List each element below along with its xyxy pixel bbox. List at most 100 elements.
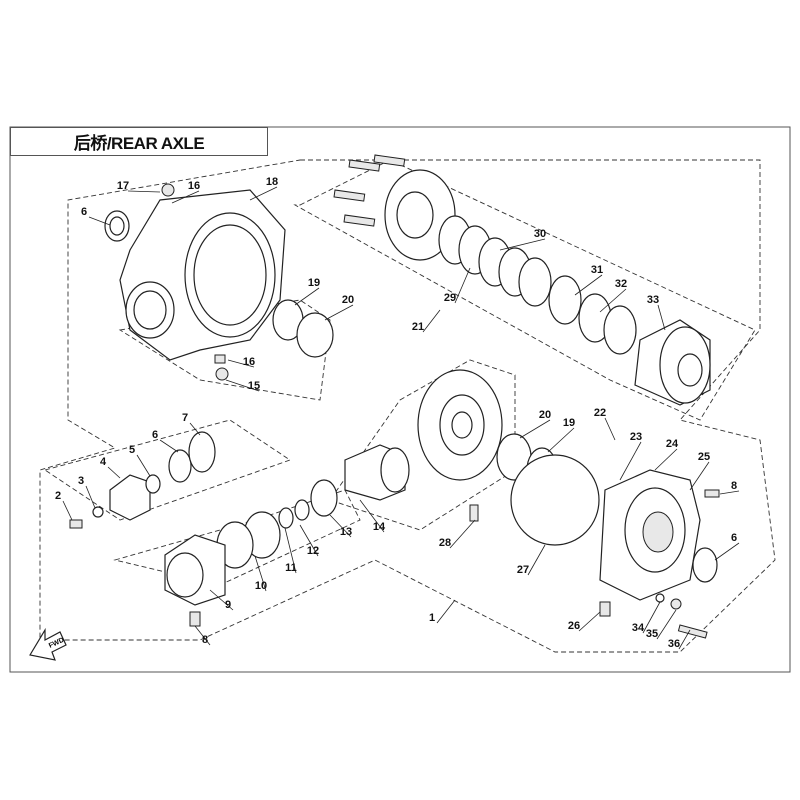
washer	[655, 593, 665, 603]
leader-line	[62, 500, 73, 521]
part-number-label: 10	[255, 580, 267, 592]
part-number-label: 17	[117, 180, 129, 192]
dowel-pin	[677, 624, 708, 639]
part-number-label: 5	[129, 444, 135, 456]
rear-cover	[599, 469, 701, 601]
rear-axle-housing	[119, 183, 286, 381]
o-ring	[296, 312, 334, 358]
part-number-label: 21	[412, 321, 424, 333]
leader-line	[254, 555, 267, 592]
plug	[214, 354, 226, 364]
part-number-label: 28	[439, 537, 451, 549]
leader-line	[225, 379, 260, 392]
bolts	[333, 154, 406, 227]
part-number-label: 19	[563, 417, 575, 429]
leader-line	[249, 186, 278, 201]
part-number-label: 9	[225, 599, 231, 611]
part-number-label: 2	[55, 490, 61, 502]
bearing-housing	[164, 534, 226, 606]
bolt	[69, 519, 83, 529]
leader-line	[436, 599, 456, 624]
part-number-label: 4	[100, 456, 107, 468]
part-number-label: 33	[647, 294, 659, 306]
bolt	[599, 601, 611, 617]
part-number-label: 22	[594, 407, 606, 419]
bolt	[469, 504, 479, 522]
part-number-label: 23	[630, 431, 642, 443]
bolt	[704, 489, 720, 498]
leader-line	[227, 359, 255, 368]
part-number-label: 6	[81, 206, 87, 218]
part-number-label: 31	[591, 264, 603, 276]
part-number-label: 6	[731, 532, 737, 544]
leader-line	[209, 589, 234, 611]
part-number-label: 18	[266, 176, 278, 188]
part-number-label: 29	[444, 292, 456, 304]
ring-gear	[417, 369, 503, 481]
part-number-label: 26	[568, 620, 580, 632]
part-number-label: 25	[698, 451, 710, 463]
leader-line	[527, 544, 546, 576]
leader-line	[599, 288, 627, 313]
leader-line	[619, 441, 642, 481]
assembly-boundary	[39, 159, 776, 653]
leader-line	[422, 309, 441, 333]
o-ring	[145, 474, 161, 494]
part-number-label: 19	[308, 277, 320, 289]
oil-seal	[692, 547, 718, 583]
part-number-label: 7	[182, 412, 188, 424]
part-number-label: 24	[666, 438, 679, 450]
leader-line	[194, 625, 211, 646]
part-number-label: 35	[646, 628, 658, 640]
part-number-label: 16	[243, 356, 255, 368]
leader-line	[324, 304, 354, 321]
leader-line	[299, 524, 319, 557]
part-number-label: 6	[152, 429, 158, 441]
clutch-housing	[634, 319, 711, 406]
leader-line	[454, 267, 471, 304]
leader-line	[547, 427, 575, 453]
part-number-label: 34	[632, 622, 645, 634]
leader-line	[284, 527, 297, 574]
leader-line	[294, 287, 320, 306]
page-title: 后桥/REAR AXLE	[10, 127, 268, 156]
diagram-frame	[9, 126, 791, 673]
gasket-o-ring	[510, 454, 600, 546]
leader-line	[519, 419, 551, 439]
clutch-plates	[438, 215, 637, 355]
part-number-label: 3	[78, 475, 84, 487]
forward-arrow: FWD	[29, 627, 67, 661]
part-number-label: 13	[340, 526, 352, 538]
leader-line	[678, 629, 691, 650]
leader-line	[88, 216, 111, 226]
subassembly-boundary-gear	[329, 359, 516, 531]
leader-line	[85, 485, 96, 509]
subassembly-boundary-output	[43, 419, 291, 521]
part-number-label: 14	[373, 521, 386, 533]
leader-line	[136, 454, 151, 477]
leader-line	[171, 190, 200, 204]
leader-line	[159, 439, 179, 453]
leader-line	[359, 499, 385, 533]
oil-seal	[168, 449, 192, 483]
bearing	[188, 431, 216, 473]
washer	[92, 506, 104, 518]
flange	[109, 474, 151, 521]
bolt	[189, 611, 201, 627]
part-number-label: 27	[517, 564, 529, 576]
leader-line	[107, 466, 121, 479]
leader-line	[578, 611, 601, 632]
part-number-label: 11	[285, 562, 297, 574]
leader-line	[689, 461, 710, 491]
bearing	[310, 479, 338, 517]
leader-line	[604, 417, 616, 441]
part-number-label: 8	[731, 480, 737, 492]
leader-line	[657, 304, 666, 331]
part-number-label: 20	[342, 294, 354, 306]
part-number-label: 1	[429, 612, 435, 624]
leader-line	[714, 542, 740, 561]
differential-case	[384, 169, 456, 261]
leader-line	[329, 514, 352, 538]
part-number-label: 8	[202, 634, 208, 646]
